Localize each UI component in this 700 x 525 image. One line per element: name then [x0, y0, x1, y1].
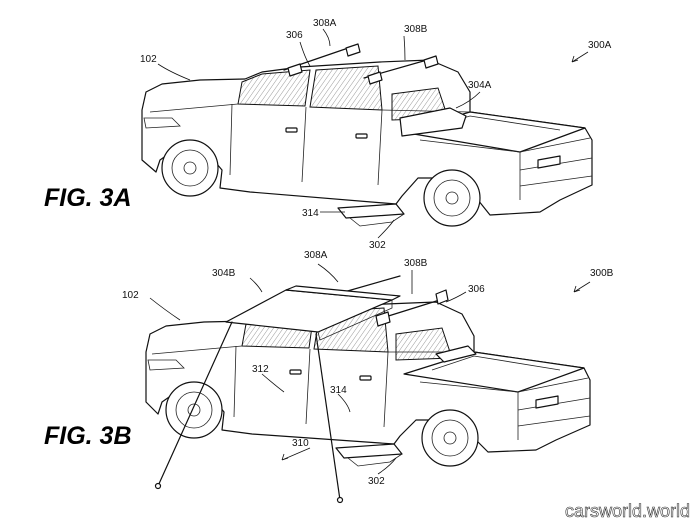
figure-caption: FIG. 3B — [44, 422, 132, 450]
ref-300a: 300A — [588, 40, 612, 51]
ref-312: 312 — [252, 364, 269, 375]
ref-314: 314 — [302, 208, 319, 219]
truck-drawing-3b — [145, 275, 591, 504]
figure-3a: 102 306 308A 308B 300A 304A 314 302 FIG.… — [44, 18, 612, 251]
truck-drawing-3a — [141, 43, 593, 227]
ref-302: 302 — [368, 476, 385, 487]
awning-pole-rear — [315, 333, 341, 501]
figure-3b: 308A 304B 308B 306 300B 102 312 314 310 … — [44, 250, 614, 504]
ref-102: 102 — [122, 290, 139, 301]
ref-308a: 308A — [313, 18, 337, 29]
ref-306: 306 — [468, 284, 485, 295]
figure-caption: FIG. 3A — [44, 184, 132, 212]
ref-304a: 304A — [468, 80, 492, 91]
window-rear — [309, 65, 383, 111]
watermark: carsworld.world — [565, 501, 690, 521]
ref-308a: 308A — [304, 250, 328, 261]
awning-pole-front — [157, 321, 233, 487]
ref-304b: 304B — [212, 268, 236, 279]
ref-102: 102 — [140, 54, 157, 65]
ref-302: 302 — [369, 240, 386, 251]
ref-300b: 300B — [590, 268, 614, 279]
ref-314: 314 — [330, 385, 347, 396]
ref-308b: 308B — [404, 258, 428, 269]
ref-308b: 308B — [404, 24, 428, 35]
ref-306: 306 — [286, 30, 303, 41]
window-front — [237, 69, 311, 107]
ref-310: 310 — [292, 438, 309, 449]
